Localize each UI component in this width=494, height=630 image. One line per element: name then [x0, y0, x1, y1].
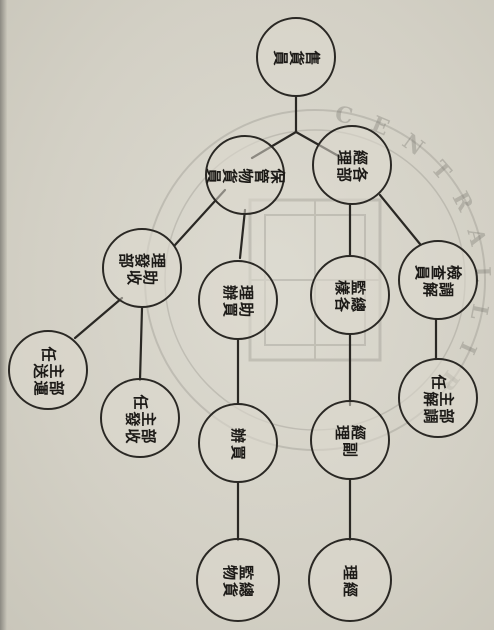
node-sales-clerk: 售貨員 — [256, 17, 336, 97]
node-goods-supervisor: 總貨 監物 — [196, 538, 280, 622]
node-receiving-head: 部收 主發 任 — [100, 378, 180, 458]
page-binding-edge — [0, 0, 7, 630]
node-manager: 經 理 — [308, 538, 392, 622]
node-inspector: 調解 檢查員 — [398, 240, 478, 320]
node-purchasing-assistant: 助買 理辦 — [198, 260, 278, 340]
stamp-letter: C — [333, 101, 355, 130]
node-department-managers: 各部 經理 — [312, 125, 392, 205]
node-buyer: 買 辦 — [198, 403, 278, 483]
node-deputy-manager: 副 經理 — [310, 400, 390, 480]
node-shipping-receiving-assistant: 助收 理發部 — [102, 228, 182, 308]
node-warehouse-keeper: 保管物貨員 — [205, 135, 285, 215]
node-dispatch-head: 部調 主解 任 — [398, 358, 478, 438]
node-transport-head: 部運 主送 任 — [8, 330, 88, 410]
node-general-supervisor: 總各 監樣 — [310, 255, 390, 335]
stamp-letter: L — [465, 302, 493, 322]
